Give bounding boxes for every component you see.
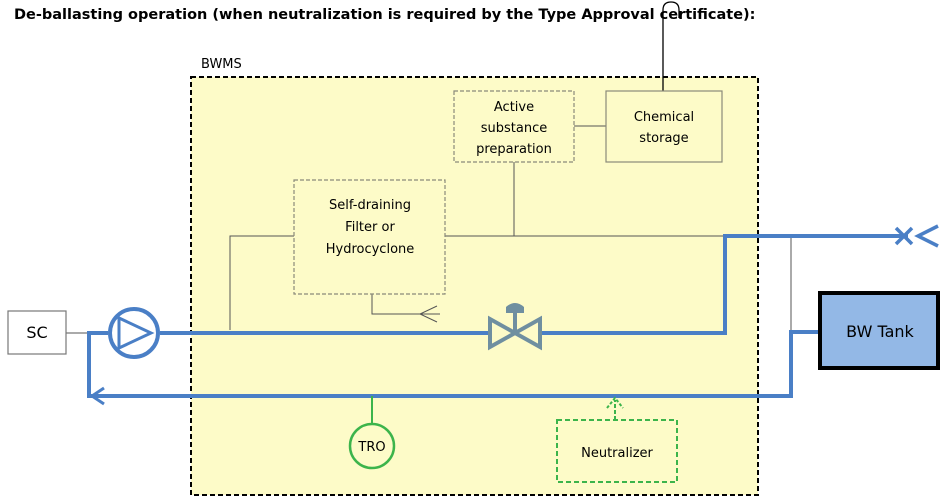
- active-substance-label-1: Active: [494, 100, 534, 115]
- sc-box: [7, 310, 67, 355]
- bw-tank: [818, 291, 940, 370]
- filter-label-3: Hydrocyclone: [326, 242, 415, 257]
- neutralizer-arrow: [606, 396, 624, 409]
- sc-label: SC: [26, 323, 47, 342]
- active-substance-label-2: substance: [481, 121, 548, 136]
- bwms-label: BWMS: [201, 57, 242, 72]
- overboard-nozzle-icon: [894, 224, 939, 248]
- chemical-storage-label-1: Chemical: [634, 110, 694, 125]
- active-substance-label-3: preparation: [476, 142, 552, 157]
- active-substance-box: [453, 90, 575, 163]
- chemical-storage-label-2: storage: [639, 131, 688, 146]
- tro-sensor: [348, 422, 396, 470]
- filter-label-1: Self-draining: [329, 198, 411, 213]
- filter-label-2: Filter or: [345, 220, 395, 235]
- chemical-storage-box: [605, 90, 723, 163]
- diagram-title: De-ballasting operation (when neutraliza…: [14, 7, 755, 23]
- bw-tank-label: BW Tank: [846, 322, 914, 341]
- valve-icon: [488, 303, 542, 351]
- drain-arrow: [418, 305, 438, 323]
- vent-pipe: [662, 1, 680, 100]
- pump-icon: [108, 307, 160, 359]
- signal-lines: [66, 125, 792, 334]
- filter-box: [293, 179, 446, 295]
- neutralizer-box: [556, 419, 678, 483]
- return-arrow: [89, 386, 105, 406]
- neutralizer-label: Neutralizer: [581, 446, 653, 461]
- tro-label: TRO: [357, 440, 385, 455]
